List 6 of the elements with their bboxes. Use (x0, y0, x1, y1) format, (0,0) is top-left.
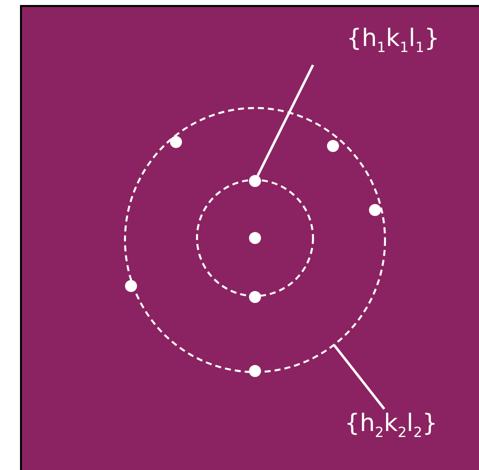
leader-line (333, 344, 386, 410)
leader-line (256, 64, 314, 176)
outer-dashed-circle (124, 107, 386, 373)
plane-family-label: {h$_{2}$k$_{2}$l$_{2}$} (335, 411, 447, 440)
lattice-point (249, 175, 261, 187)
plane-family-label: {h$_{1}$k$_{1}$l$_{1}$} (337, 26, 449, 55)
